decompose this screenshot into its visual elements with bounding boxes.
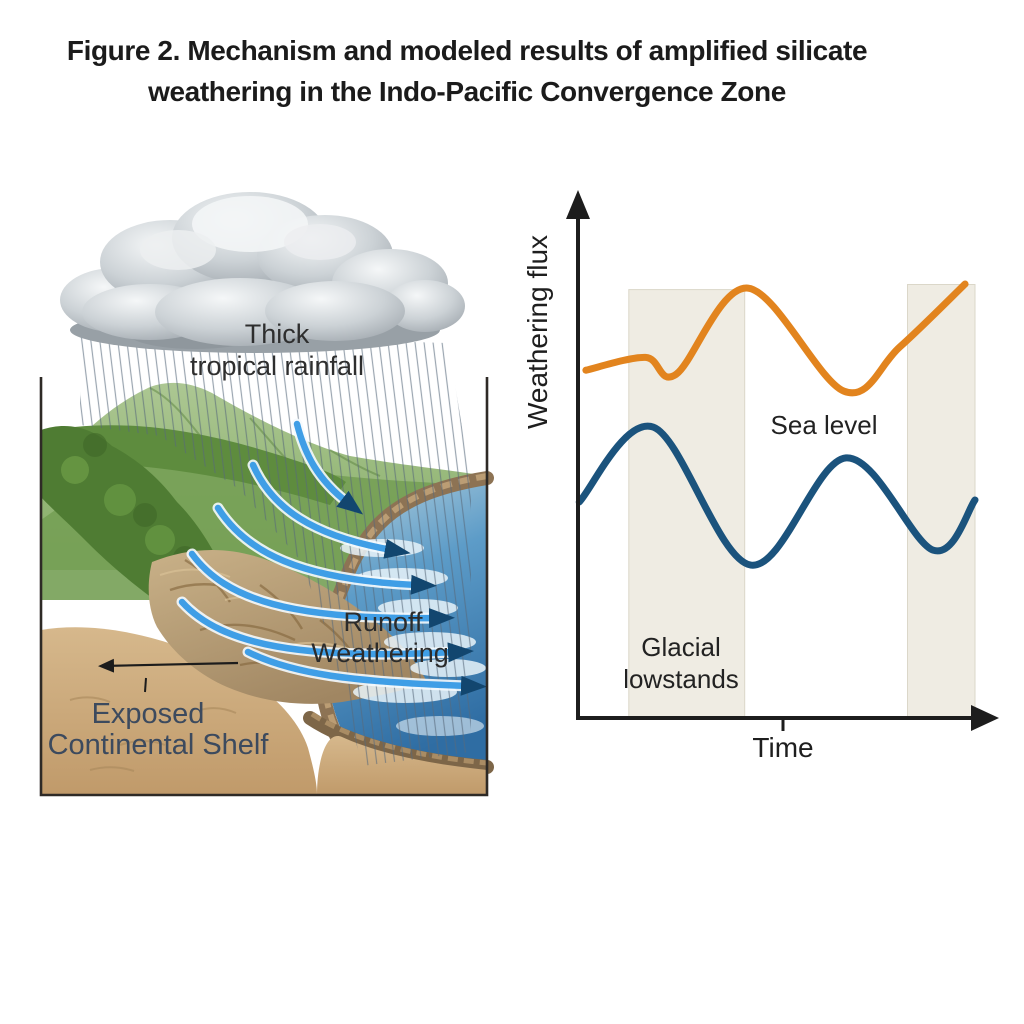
rainfall-label-line2: tropical rainfall xyxy=(190,351,364,381)
y-axis-label: Weathering flux xyxy=(522,235,553,429)
rainfall-label-line1: Thick xyxy=(245,319,310,349)
model-chart-svg: Weathering flux Time Sea level Glacial l… xyxy=(522,190,999,763)
chart-curves xyxy=(575,280,979,569)
shelf-label-line1: Exposed xyxy=(92,698,205,730)
weathering-flux-curve xyxy=(582,280,969,397)
sea-level-curve xyxy=(575,422,979,569)
illustration-frame xyxy=(39,377,489,797)
coastal-illustration: Thick tropical rainfall Runoff Weatherin… xyxy=(39,192,494,797)
figure-title: Figure 2. Mechanism and modeled results … xyxy=(0,30,934,112)
runoff-label-line1: Runoff xyxy=(343,607,423,637)
runoff-arrows xyxy=(176,418,487,696)
sea-level-annotation: Sea level xyxy=(771,410,878,440)
x-axis-arrow-icon xyxy=(971,705,999,731)
rain-cloud-icon xyxy=(60,192,465,353)
glacial-annotation-line2: lowstands xyxy=(623,664,739,694)
exposed-shelf-arrow xyxy=(98,658,239,693)
figure-title-line1: Figure 2. Mechanism and modeled results … xyxy=(66,35,868,66)
chart-axes xyxy=(576,214,976,731)
x-axis-label: Time xyxy=(752,732,813,763)
figure-title-line2: weathering in the Indo-Pacific Convergen… xyxy=(148,76,786,107)
y-axis-arrow-icon xyxy=(566,190,590,219)
glacial-annotation-line1: Glacial xyxy=(641,632,720,662)
shelf-label-line2: Continental Shelf xyxy=(48,729,270,761)
glacial-lowstand-band xyxy=(907,284,976,719)
runoff-label-line2: Weathering xyxy=(311,638,449,668)
